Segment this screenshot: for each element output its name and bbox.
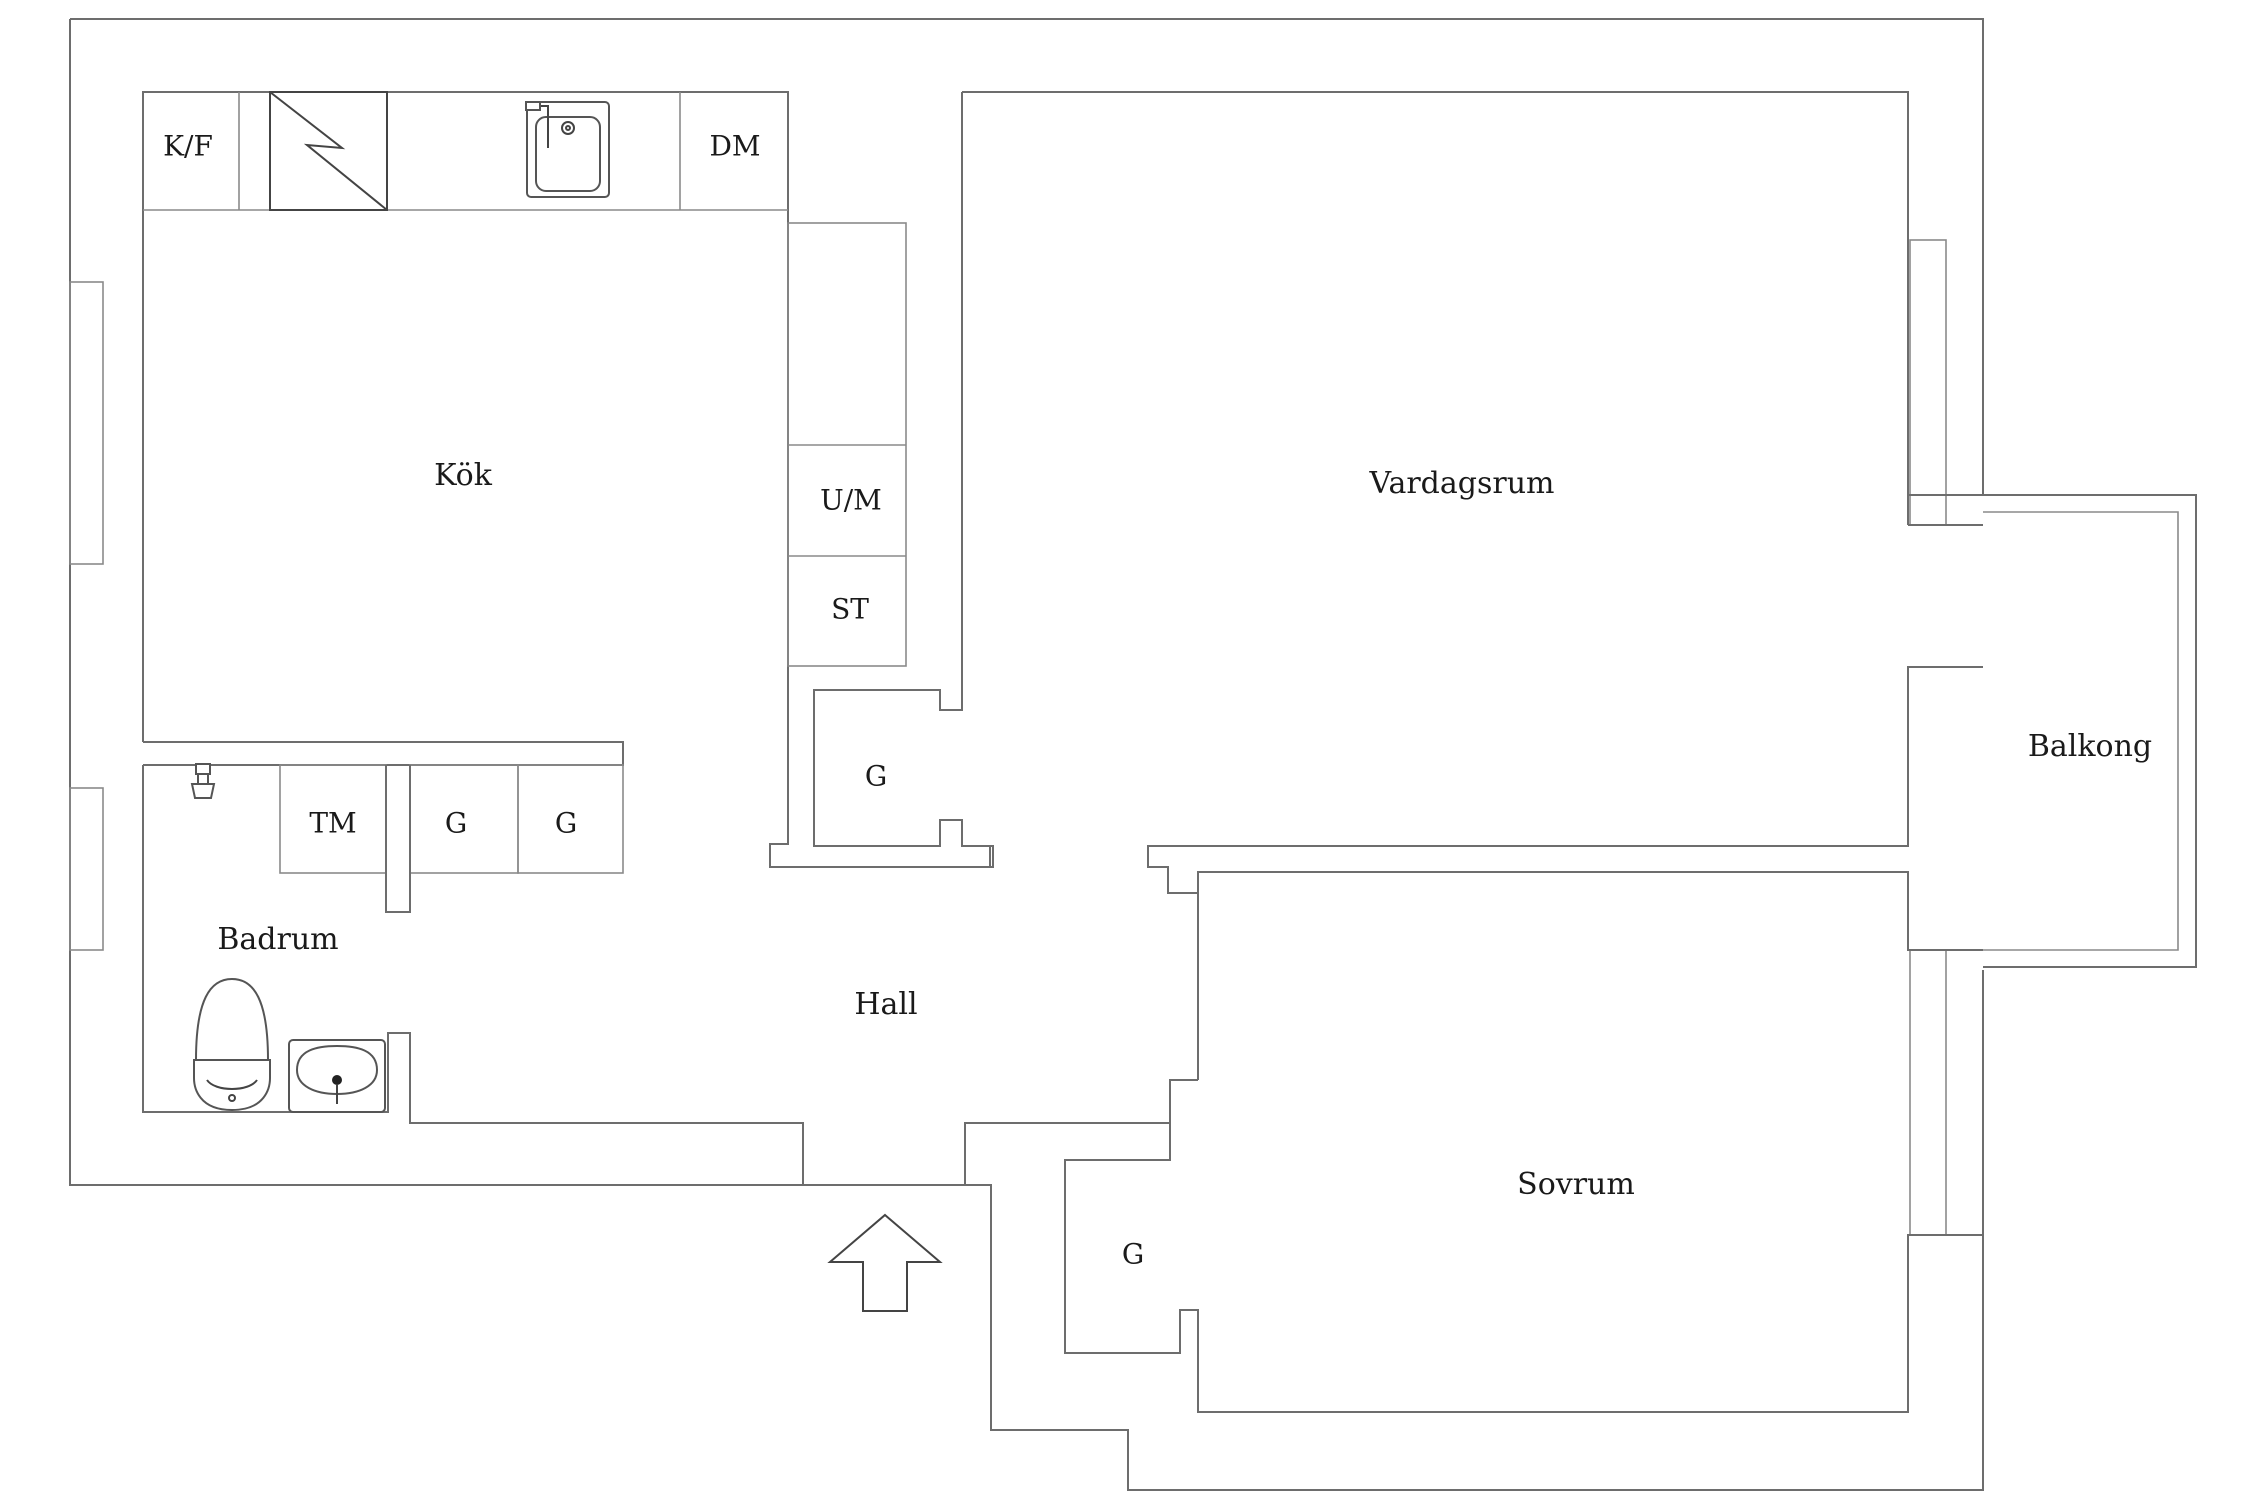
room-label-hall: Hall [854, 987, 917, 1022]
hall-closet [813, 91, 1983, 867]
washbasin-icon [288, 1039, 386, 1113]
outer-walls [69, 18, 1984, 1491]
hall-bedroom-walls [964, 872, 1983, 1413]
room-label-kok: Kök [434, 458, 493, 493]
fixture-label-g-bath-2: G [555, 807, 577, 840]
kitchen-sink-icon [525, 101, 610, 198]
fixture-label-tm: TM [309, 807, 356, 840]
fixture-label-kf: K/F [163, 130, 213, 163]
kitchen [142, 91, 994, 868]
toilet-icon [193, 977, 271, 1112]
fixture-label-dm: DM [709, 130, 760, 163]
bathroom [142, 741, 804, 1185]
room-label-balkong: Balkong [2028, 729, 2152, 764]
shower-faucet-icon [190, 763, 216, 799]
room-label-sovrum: Sovrum [1517, 1167, 1635, 1202]
room-label-vardagsrum: Vardagsrum [1369, 466, 1555, 501]
room-label-badrum: Badrum [217, 922, 338, 957]
fixture-label-um: U/M [820, 484, 882, 517]
balcony [1983, 494, 2197, 968]
living-room [1147, 495, 1983, 951]
stove-icon [269, 91, 388, 211]
fixture-label-g-sovrum: G [1122, 1238, 1144, 1271]
fixture-label-st: ST [831, 593, 869, 626]
entrance-arrow-icon [827, 1213, 943, 1312]
fixture-label-g-hall: G [865, 760, 887, 793]
fixture-label-g-bath-1: G [445, 807, 467, 840]
